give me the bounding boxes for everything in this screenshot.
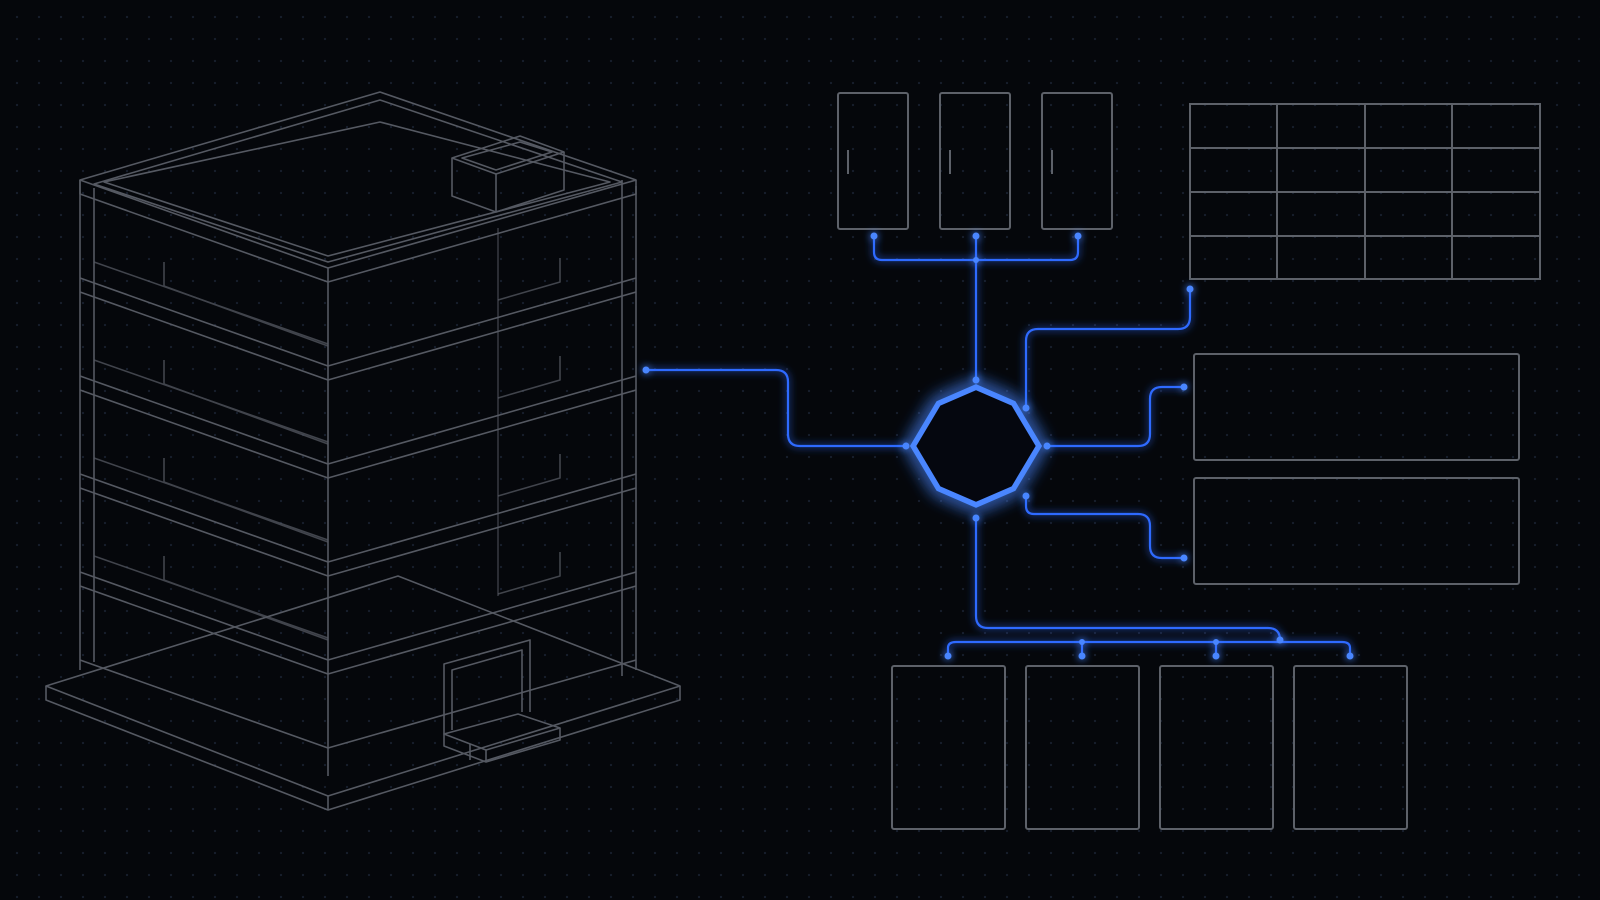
connector-dot — [972, 514, 980, 522]
interior-walls — [93, 258, 561, 641]
building-roof — [79, 91, 637, 283]
wire-panel-lower — [1024, 494, 1186, 560]
server-rack — [1041, 92, 1113, 230]
server-racks — [837, 92, 1113, 230]
connector-dot — [870, 232, 878, 240]
office-building — [45, 91, 681, 811]
connector-dot — [1186, 285, 1194, 293]
data-grid-table — [1189, 103, 1541, 280]
wire-devices-bus — [946, 640, 1352, 658]
connection-wires — [644, 234, 1352, 658]
connector-dot — [642, 366, 650, 374]
connector-dot — [1180, 554, 1188, 562]
device-tile — [1025, 665, 1140, 830]
wire-devices-trunk — [974, 516, 1282, 642]
connector-dot — [1043, 442, 1051, 450]
server-rack — [939, 92, 1011, 230]
building-base — [45, 575, 681, 811]
wire-table — [1024, 287, 1192, 410]
panel-upper — [1193, 353, 1520, 461]
building-frame — [79, 180, 637, 776]
connector-dot — [944, 652, 952, 660]
wire-building — [644, 368, 908, 448]
connector-dot — [1180, 383, 1188, 391]
device-tile — [1293, 665, 1408, 830]
central-hub-octagon — [909, 384, 1043, 508]
connector-dot — [1074, 232, 1082, 240]
building-entrance — [443, 639, 561, 763]
connector-dot — [902, 442, 910, 450]
server-rack — [837, 92, 909, 230]
floor-slabs — [79, 277, 637, 749]
rooftop-unit — [451, 135, 565, 213]
connector-dot — [973, 257, 979, 263]
panel-lower — [1193, 477, 1520, 585]
connector-dot — [1346, 652, 1354, 660]
device-tile — [891, 665, 1006, 830]
wire-panel-upper — [1045, 385, 1186, 448]
connector-dot — [1213, 639, 1219, 645]
connector-dot — [1078, 652, 1086, 660]
connector-dot — [1276, 636, 1284, 644]
connector-dots — [642, 232, 1354, 660]
connector-dot — [1212, 652, 1220, 660]
connector-dot — [972, 376, 980, 384]
connector-dot — [972, 232, 980, 240]
connector-dot — [1079, 639, 1085, 645]
connector-dot — [1022, 404, 1030, 412]
device-tiles — [891, 665, 1408, 830]
connector-dot — [1022, 492, 1030, 500]
device-tile — [1159, 665, 1274, 830]
